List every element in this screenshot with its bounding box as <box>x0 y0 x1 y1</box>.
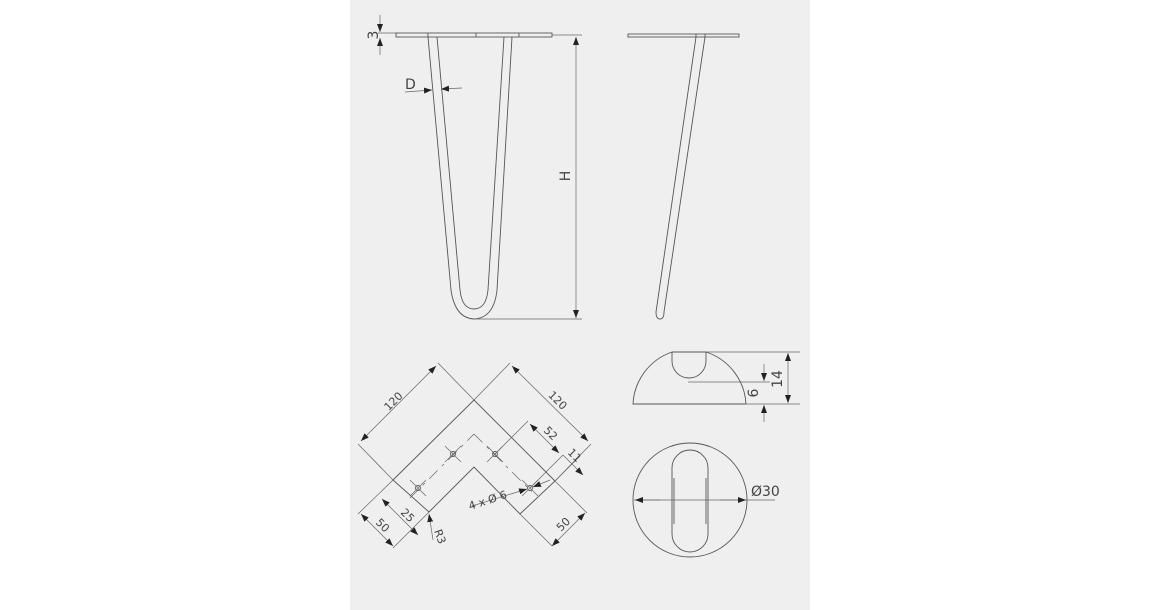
plate-thickness-label: 3 <box>366 31 382 40</box>
groove-height-label: 6 <box>746 388 762 397</box>
hole-edge-offset-label: 11 <box>565 446 584 465</box>
hole-spec-label: 4 x Ø 6 <box>467 488 509 513</box>
plate-outline <box>392 399 556 515</box>
side-rod <box>655 36 706 320</box>
right-arm-width-label: 50 <box>554 515 573 534</box>
foot-cap-slot <box>671 449 709 553</box>
cap-height-label: 14 <box>770 370 786 388</box>
left-arm-width-label: 50 <box>373 516 392 535</box>
hairpin-rod-inner <box>436 36 505 310</box>
foot-cap-top: Ø30 <box>632 442 780 558</box>
height-label: H <box>558 171 574 182</box>
drawing-panel <box>350 0 810 610</box>
mounting-plate-side <box>627 33 740 38</box>
hole-spacing-label: 52 <box>541 424 560 443</box>
corner-radius-label: R3 <box>431 528 448 546</box>
right-arm-length-label: 120 <box>545 389 569 413</box>
mounting-holes <box>409 445 539 497</box>
plate-top-view: 120 120 52 11 4 x Ø 6 <box>357 362 592 549</box>
foot-cap-section: 14 6 <box>632 351 800 422</box>
mounting-plate-front <box>395 32 553 38</box>
rod-diameter-label: D <box>405 77 416 93</box>
cap-diameter-label: Ø30 <box>751 484 780 500</box>
left-arm-length-label: 120 <box>382 390 406 414</box>
side-view <box>627 33 740 320</box>
front-view: H 3 D <box>366 15 582 320</box>
hole-row-offset-label: 25 <box>398 506 417 525</box>
